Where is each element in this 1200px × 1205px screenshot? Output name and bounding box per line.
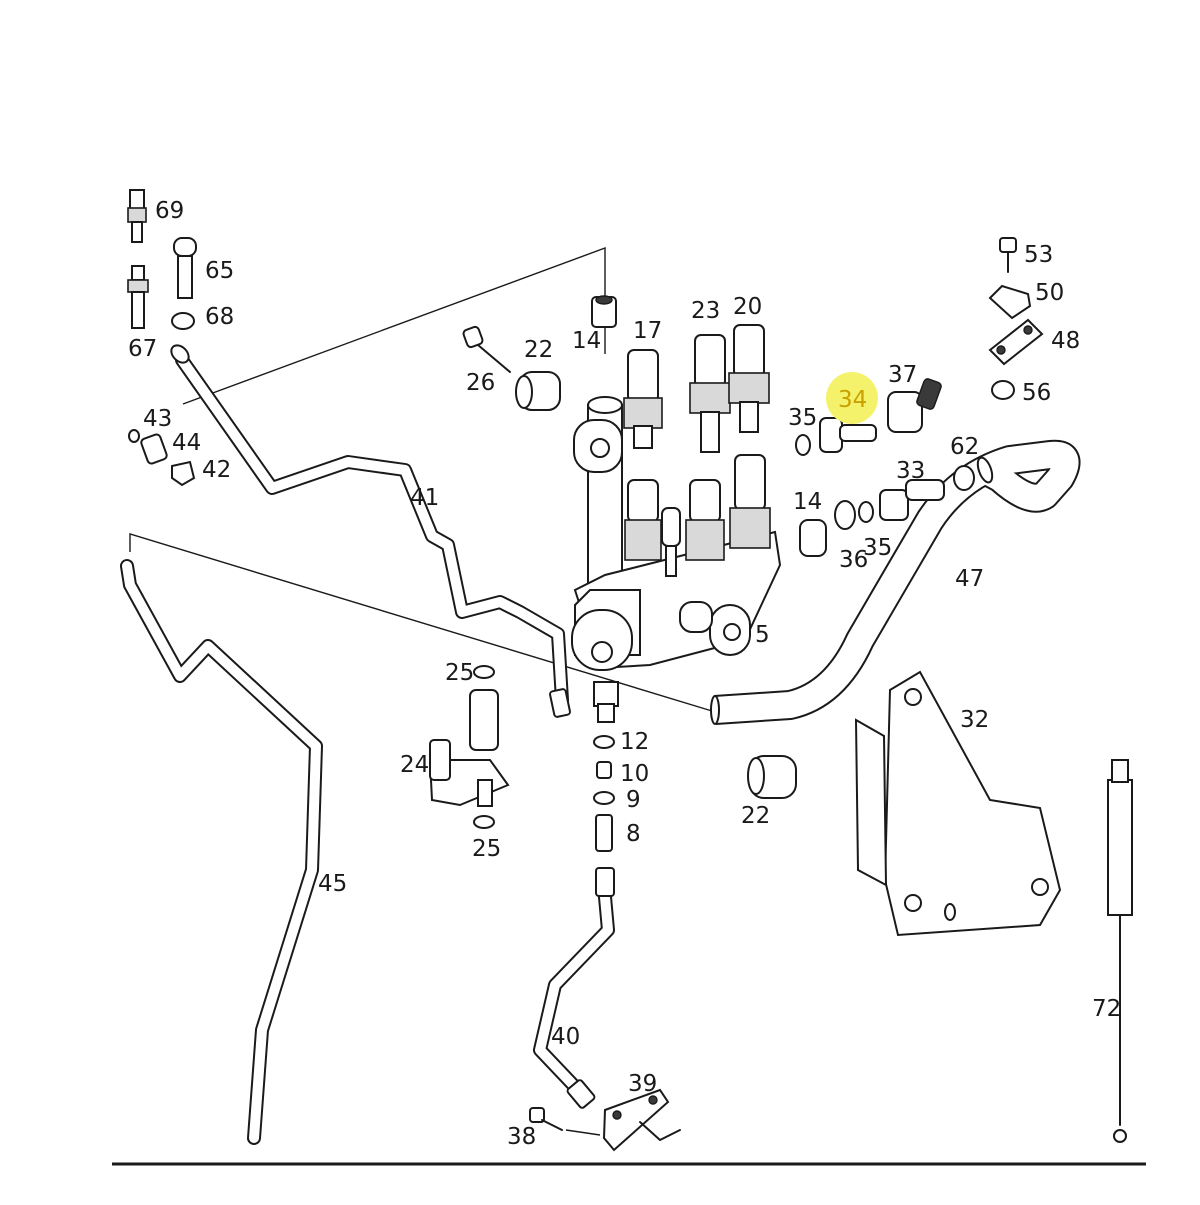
hose-47 <box>710 439 1081 725</box>
part-72 <box>1107 759 1133 1143</box>
callout-65: 65 <box>205 258 234 284</box>
pipe-40 <box>533 867 615 1109</box>
callout-68: 68 <box>205 304 234 330</box>
callout-39: 39 <box>628 1071 657 1097</box>
callout-9: 9 <box>626 787 641 813</box>
callout-42: 42 <box>202 457 231 483</box>
callout-5: 5 <box>755 622 770 648</box>
callout-72: 72 <box>1092 996 1121 1022</box>
callout-44: 44 <box>172 430 201 456</box>
callout-14-right: 14 <box>793 489 822 515</box>
highlight-marker <box>826 372 878 424</box>
callout-38: 38 <box>507 1124 536 1150</box>
callout-22-top: 22 <box>524 337 553 363</box>
callout-40: 40 <box>551 1024 580 1050</box>
callout-labels: 69 65 68 67 43 44 42 41 26 22 14 17 23 2… <box>128 198 1121 1150</box>
callout-47: 47 <box>955 566 984 592</box>
callout-50: 50 <box>1035 280 1064 306</box>
callout-20: 20 <box>733 294 762 320</box>
callout-56: 56 <box>1022 380 1051 406</box>
sensor-23 <box>689 334 731 453</box>
pipe-45 <box>120 559 323 1145</box>
callout-17: 17 <box>633 318 662 344</box>
pipe-41 <box>170 344 571 718</box>
callout-35-right: 35 <box>863 535 892 561</box>
callout-33: 33 <box>896 458 925 484</box>
callout-32: 32 <box>960 707 989 733</box>
callout-34: 34 <box>838 387 867 413</box>
callout-67: 67 <box>128 336 157 362</box>
callout-36: 36 <box>839 547 868 573</box>
callout-10: 10 <box>620 761 649 787</box>
callout-8: 8 <box>626 821 641 847</box>
callout-37: 37 <box>888 362 917 388</box>
callout-23: 23 <box>691 298 720 324</box>
callout-26: 26 <box>466 370 495 396</box>
callout-24: 24 <box>400 752 429 778</box>
callout-69: 69 <box>155 198 184 224</box>
callout-43: 43 <box>143 406 172 432</box>
callout-25-top: 25 <box>445 660 474 686</box>
callout-41: 41 <box>410 485 439 511</box>
bracket-32 <box>854 670 1062 937</box>
sensor-20 <box>728 324 770 433</box>
small-parts <box>127 189 1044 1152</box>
callout-25-bottom: 25 <box>472 836 501 862</box>
callout-53: 53 <box>1024 242 1053 268</box>
callout-12: 12 <box>620 729 649 755</box>
sensor-17 <box>623 349 663 449</box>
valve-block-5 <box>571 396 782 723</box>
callout-35-top: 35 <box>788 405 817 431</box>
callout-14-top: 14 <box>572 328 601 354</box>
callout-22-bottom: 22 <box>741 803 770 829</box>
callout-45: 45 <box>318 871 347 897</box>
callout-62: 62 <box>950 434 979 460</box>
callout-48: 48 <box>1051 328 1080 354</box>
